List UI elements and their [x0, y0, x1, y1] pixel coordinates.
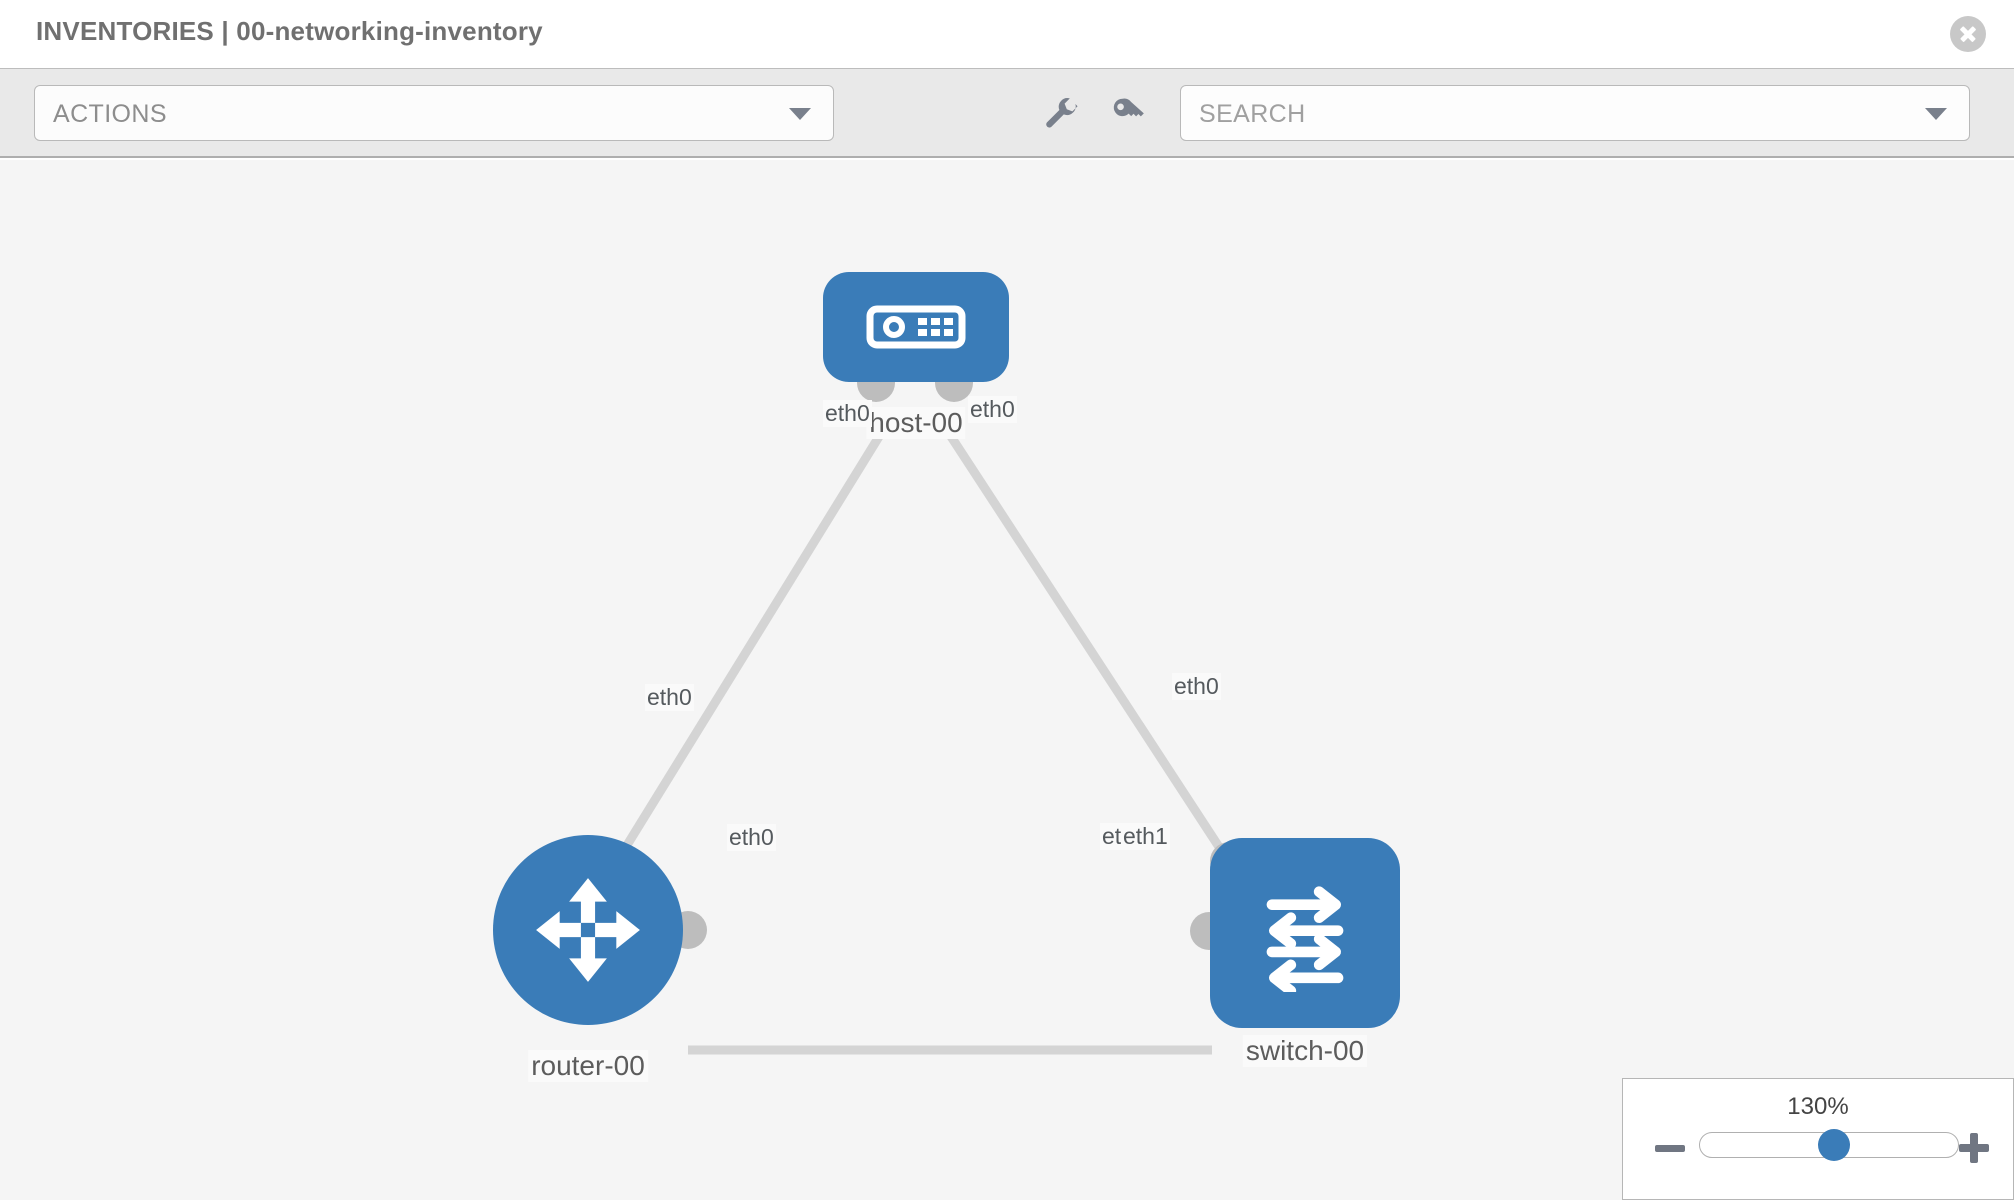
topology-canvas[interactable]: host-00 router-00: [0, 160, 2014, 1200]
node-host-00[interactable]: host-00: [823, 272, 1009, 472]
close-icon[interactable]: [1950, 16, 1986, 52]
zoom-slider-track[interactable]: [1699, 1129, 1959, 1161]
actions-dropdown[interactable]: ACTIONS: [34, 85, 834, 141]
toolbar: ACTIONS SEARCH: [0, 68, 2014, 158]
chevron-down-icon: [1925, 108, 1947, 120]
node-router-00[interactable]: router-00: [493, 835, 723, 1105]
actions-dropdown-label: ACTIONS: [53, 100, 167, 128]
edge-label-router00-switch00-target-eth1: eth1: [1121, 823, 1170, 850]
wrench-icon[interactable]: [1032, 85, 1088, 141]
topology-links: [604, 432, 1242, 1055]
node-label-router-00: router-00: [528, 1050, 648, 1082]
node-shape-host-00[interactable]: [823, 272, 1009, 382]
edge-label-host00-router00-source: eth0: [823, 400, 872, 427]
link-host00-switch00: [946, 432, 1242, 879]
chevron-down-icon: [789, 108, 811, 120]
switch-arrows-icon: [1266, 886, 1344, 992]
node-label-host-00: host-00: [866, 407, 966, 439]
page-header: INVENTORIES | 00-networking-inventory: [0, 0, 2014, 68]
node-label-switch-00: switch-00: [1242, 1035, 1368, 1067]
router-arrows-icon: [536, 878, 640, 982]
node-shape-router-00[interactable]: [493, 835, 683, 1025]
zoom-level-value: 130%: [1787, 1093, 1849, 1120]
server-icon: [866, 305, 966, 349]
zoom-in-button[interactable]: [1957, 1131, 1991, 1165]
node-switch-00[interactable]: switch-00: [1172, 820, 1402, 1110]
edge-label-host00-switch00-source: eth0: [968, 396, 1017, 423]
edge-label-host00-router00-target: eth0: [645, 684, 694, 711]
zoom-control-panel: 130%: [1622, 1078, 2014, 1200]
key-icon[interactable]: [1100, 85, 1156, 141]
edge-label-router00-switch00-source: eth0: [727, 824, 776, 851]
edge-label-host00-switch00-target: eth0: [1172, 673, 1221, 700]
zoom-slider-thumb[interactable]: [1818, 1129, 1851, 1161]
search-input[interactable]: SEARCH: [1180, 85, 1970, 141]
zoom-out-button[interactable]: [1653, 1131, 1687, 1165]
node-shape-switch-00[interactable]: [1210, 838, 1400, 1028]
search-placeholder: SEARCH: [1199, 100, 1306, 128]
page-title: INVENTORIES | 00-networking-inventory: [36, 16, 543, 46]
link-host00-router00: [604, 432, 884, 879]
